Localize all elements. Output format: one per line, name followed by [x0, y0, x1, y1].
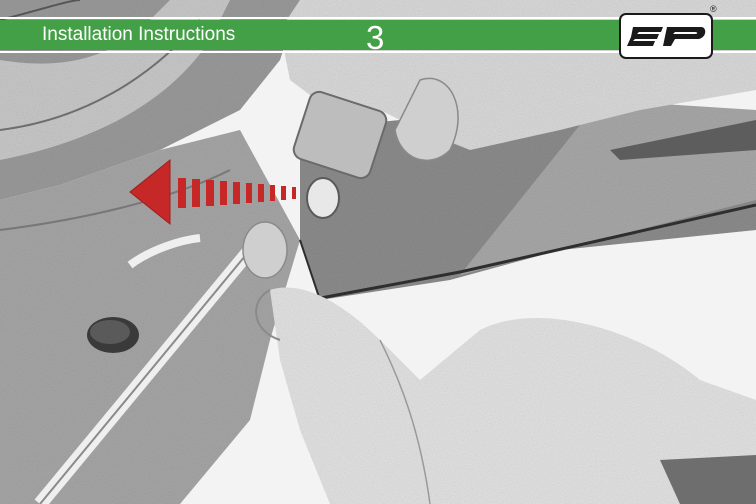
- page-title: Installation Instructions: [42, 24, 235, 46]
- registered-mark: ®: [710, 4, 717, 14]
- ep-logo-icon: [619, 13, 713, 59]
- step-number: 3: [366, 20, 384, 56]
